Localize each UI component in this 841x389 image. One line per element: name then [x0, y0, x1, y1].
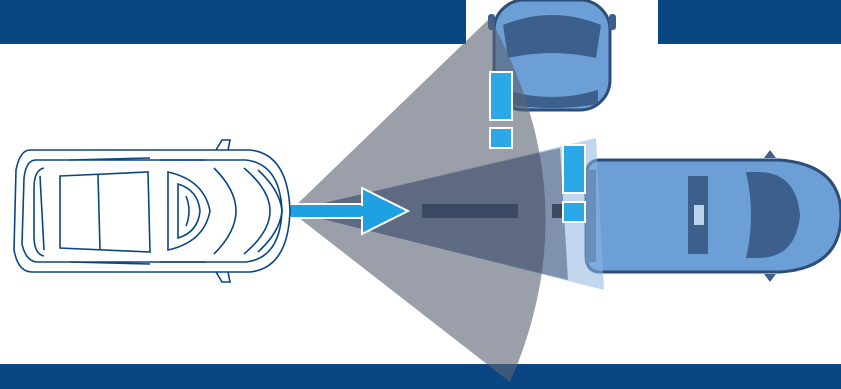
exclamation-icon — [562, 144, 586, 223]
road-band-top-right — [658, 0, 841, 44]
arrow-right-icon — [289, 186, 411, 236]
van-ahead — [584, 150, 841, 282]
path-dash — [422, 204, 518, 218]
road-band-top-left — [0, 0, 466, 44]
road-band-bottom — [0, 364, 841, 389]
exclamation-icon — [489, 71, 513, 149]
sensor-cone — [290, 18, 546, 382]
crossing-car — [488, 0, 616, 112]
ego-car — [13, 139, 291, 283]
